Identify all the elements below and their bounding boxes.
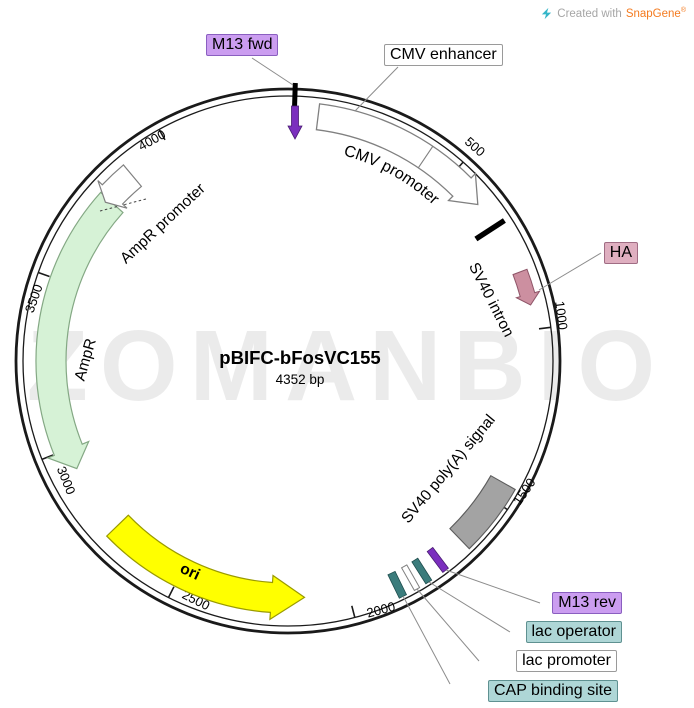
callout-cmv-enhancer bbox=[354, 66, 399, 112]
snapgene-credit: Created with SnapGene® bbox=[540, 7, 686, 20]
callout-m13-rev bbox=[445, 569, 541, 604]
lac-operator-feature-bar[interactable] bbox=[411, 557, 433, 585]
m13-fwd-feature-arrow[interactable] bbox=[287, 105, 303, 140]
tick-label-1000: 1000 bbox=[552, 300, 571, 331]
tick-2500 bbox=[167, 586, 175, 598]
ori-label[interactable]: ori bbox=[177, 560, 202, 584]
label-box-cap-binding-site[interactable]: CAP binding site bbox=[488, 680, 618, 702]
plasmid-size: 4352 bp bbox=[276, 372, 325, 387]
label-box-ha[interactable]: HA bbox=[603, 242, 638, 264]
plasmid-ring-outer bbox=[14, 87, 562, 635]
plasmid-ring-inner bbox=[22, 95, 554, 627]
snapgene-logo-icon bbox=[542, 7, 552, 20]
callout-lac-promoter bbox=[416, 588, 480, 662]
ha-feature-arrow[interactable] bbox=[512, 268, 541, 306]
callout-ha bbox=[538, 252, 602, 291]
m13-rev-feature-bar[interactable] bbox=[426, 546, 449, 573]
tick-3000 bbox=[41, 454, 54, 461]
tick-label-4000: 4000 bbox=[136, 126, 169, 153]
callout-m13-fwd bbox=[251, 57, 294, 86]
ori-feature-arrow[interactable] bbox=[105, 514, 306, 621]
tick-label-2000: 2000 bbox=[365, 599, 397, 621]
tick-1000 bbox=[538, 326, 552, 330]
tick-3500 bbox=[37, 271, 50, 278]
label-box-lac-operator[interactable]: lac operator bbox=[525, 621, 622, 643]
cmv-promoter-arrow[interactable] bbox=[315, 103, 479, 206]
label-box-lac-promoter[interactable]: lac promoter bbox=[516, 650, 617, 672]
credit-brand-name: SnapGene bbox=[625, 7, 681, 20]
cmv-feature-divider bbox=[417, 145, 434, 169]
sv40-intron-marker[interactable] bbox=[474, 218, 506, 242]
ampr-feature-arrow[interactable] bbox=[35, 191, 124, 470]
callout-cap-binding-site bbox=[402, 595, 451, 685]
label-box-cmv-enhancer[interactable]: CMV enhancer bbox=[384, 44, 503, 66]
registered-mark: ® bbox=[680, 7, 686, 15]
tick-4000 bbox=[158, 129, 166, 141]
origin-marker bbox=[292, 82, 298, 109]
sv40-polya-feature[interactable] bbox=[449, 474, 516, 550]
cap-binding-site-feature-bar[interactable] bbox=[387, 570, 408, 599]
plasmid-name: pBIFC-bFosVC155 bbox=[219, 347, 380, 368]
tick-2000 bbox=[351, 605, 356, 618]
label-box-m13-rev[interactable]: M13 rev bbox=[552, 592, 622, 614]
label-box-m13-fwd[interactable]: M13 fwd bbox=[206, 34, 279, 56]
callout-lac-operator bbox=[428, 581, 511, 633]
credit-prefix: Created with bbox=[557, 7, 622, 20]
credit-brand: SnapGene® bbox=[626, 7, 686, 20]
callout-lines bbox=[251, 57, 602, 685]
ampr-promoter-feature-arrow[interactable] bbox=[97, 164, 143, 209]
